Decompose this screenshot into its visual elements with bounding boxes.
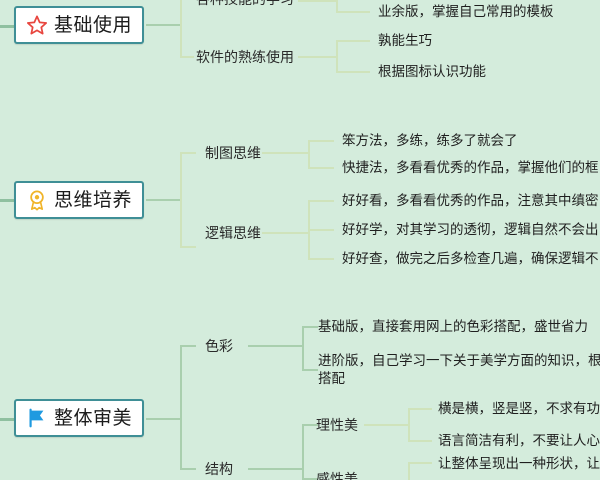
leaf-advanced-aesthetics-study[interactable]: 进阶版，自己学习一下关于美学方面的知识，根据内容搭配 <box>318 353 600 387</box>
node-structure[interactable]: 结构 <box>205 461 233 477</box>
connector-structure-spine <box>302 424 304 480</box>
connector-aesthetics-spine <box>180 345 182 470</box>
connector-thinking-spine <box>180 152 182 248</box>
connector-structure-perceptual-stub <box>302 478 318 480</box>
connector-root-aesthetics-trunk <box>0 418 14 421</box>
node-thinking-cultivation[interactable]: 思维培养 <box>14 181 144 219</box>
leaf-study-thoroughly[interactable]: 好好学，对其学习的透彻，逻辑自然不会出 <box>342 222 599 237</box>
connector-diagramming-leaf2-stub <box>308 167 334 169</box>
leaf-shortcut-method-study-works[interactable]: 快捷法，多看看优秀的作品，掌握他们的框 <box>342 160 599 175</box>
connector-thinking-out <box>146 199 182 201</box>
leaf-concise-language[interactable]: 语言简洁有利，不要让人心 <box>438 433 600 448</box>
node-rational-beauty[interactable]: 理性美 <box>316 417 358 433</box>
node-diagramming-thinking[interactable]: 制图思维 <box>205 145 261 161</box>
node-color[interactable]: 色彩 <box>205 338 233 354</box>
connector-basic-usage-out <box>146 24 182 26</box>
connector-color-spine <box>302 326 304 371</box>
node-logical-thinking[interactable]: 逻辑思维 <box>205 225 261 241</box>
connector-software-proficiency-spine <box>336 40 338 73</box>
leaf-recognize-by-icon[interactable]: 根据图标认识功能 <box>378 64 486 79</box>
connector-rational-leaf1-stub <box>408 408 432 410</box>
node-perceptual-beauty[interactable]: 感性美 <box>316 471 358 480</box>
connector-thinking-child2-stub <box>180 246 196 248</box>
node-various-skills-learning[interactable]: 各种技能的学习 <box>196 0 294 9</box>
leaf-horizontal-vertical[interactable]: 横是横，竖是竖，不求有功 <box>438 401 600 416</box>
connector-root-basic-usage-trunk <box>0 25 14 28</box>
connector-color-leaf1-stub <box>302 326 318 328</box>
connector-diagramming-out <box>262 152 310 154</box>
connector-various-skills-leaf-stub <box>336 11 370 13</box>
connector-root-thinking-trunk <box>0 199 14 202</box>
leaf-check-repeatedly[interactable]: 好好查，做完之后多检查几遍，确保逻辑不 <box>342 251 599 266</box>
connector-software-proficiency-leaf1-stub <box>336 40 370 42</box>
leaf-basic-color-scheme[interactable]: 基础版，直接套用网上的色彩搭配，盛世省力 <box>318 319 588 334</box>
node-basic-usage[interactable]: 基础使用 <box>14 6 144 44</box>
connector-aesthetics-child1-stub <box>180 345 196 347</box>
node-software-proficiency[interactable]: 软件的熟练使用 <box>196 49 294 65</box>
connector-perceptual-spine <box>408 462 410 480</box>
connector-thinking-child1-stub <box>180 152 196 154</box>
node-overall-aesthetics-label: 整体审美 <box>54 407 133 429</box>
connector-basic-usage-child2-stub <box>180 56 194 58</box>
connector-various-skills-spine <box>336 0 338 12</box>
connector-color-out <box>248 345 304 347</box>
leaf-practice-makes-perfect[interactable]: 孰能生巧 <box>378 33 432 48</box>
connector-aesthetics-child2-stub <box>180 468 196 470</box>
connector-logical-out <box>262 232 310 234</box>
connector-various-skills-out <box>298 0 338 2</box>
connector-logical-leaf3-stub <box>308 258 334 260</box>
connector-software-proficiency-out <box>298 56 338 58</box>
connector-structure-out <box>248 468 304 470</box>
node-overall-aesthetics[interactable]: 整体审美 <box>14 399 144 437</box>
connector-diagramming-leaf1-stub <box>308 140 334 142</box>
connector-basic-usage-spine <box>180 0 182 57</box>
star-icon <box>26 15 48 35</box>
connector-logical-leaf2-stub <box>308 229 334 231</box>
node-thinking-cultivation-label: 思维培养 <box>54 189 133 211</box>
connector-diagramming-spine <box>308 140 310 169</box>
connector-aesthetics-out <box>146 418 182 420</box>
leaf-look-carefully[interactable]: 好好看，多看看优秀的作品，注意其中缜密 <box>342 193 599 208</box>
connector-rational-leaf2-stub <box>408 440 432 442</box>
leaf-amateur-template[interactable]: 业余版，掌握自己常用的模板 <box>378 4 554 19</box>
leaf-overall-shape[interactable]: 让整体呈现出一种形状，让 <box>438 456 600 471</box>
connector-rational-out <box>364 424 410 426</box>
connector-software-proficiency-leaf2-stub <box>336 71 370 73</box>
connector-logical-leaf1-stub <box>308 200 334 202</box>
award-ribbon-icon <box>30 190 44 211</box>
connector-structure-rational-stub <box>302 424 318 426</box>
connector-color-leaf2-stub <box>302 369 318 371</box>
connector-rational-spine <box>408 408 410 442</box>
leaf-dumb-method-practice[interactable]: 笨方法，多练，练多了就会了 <box>342 133 518 148</box>
connector-perceptual-leaf1-stub <box>408 462 432 464</box>
flag-icon <box>29 408 44 428</box>
node-basic-usage-label: 基础使用 <box>54 14 133 36</box>
